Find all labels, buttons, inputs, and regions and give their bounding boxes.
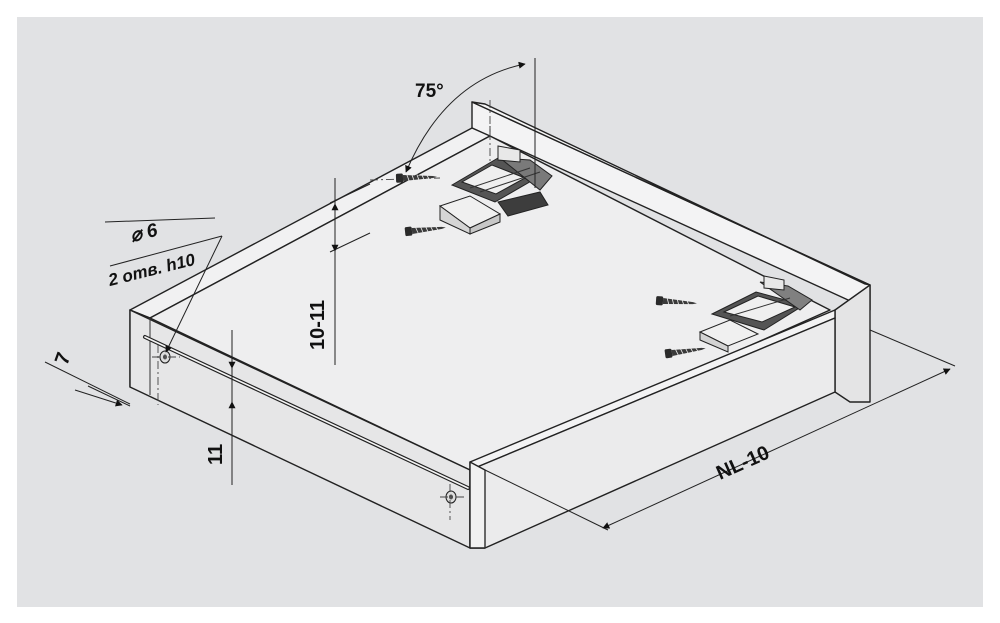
front-right-end [469, 461, 486, 549]
dimension-lines [44, 58, 956, 531]
bottom-rod [143, 335, 470, 490]
angle-label: 75° [415, 81, 444, 102]
locking-device-icon [698, 275, 813, 353]
dim-11-label: 11 [205, 444, 227, 465]
dim-10-11-label: 10-11 [307, 300, 329, 350]
